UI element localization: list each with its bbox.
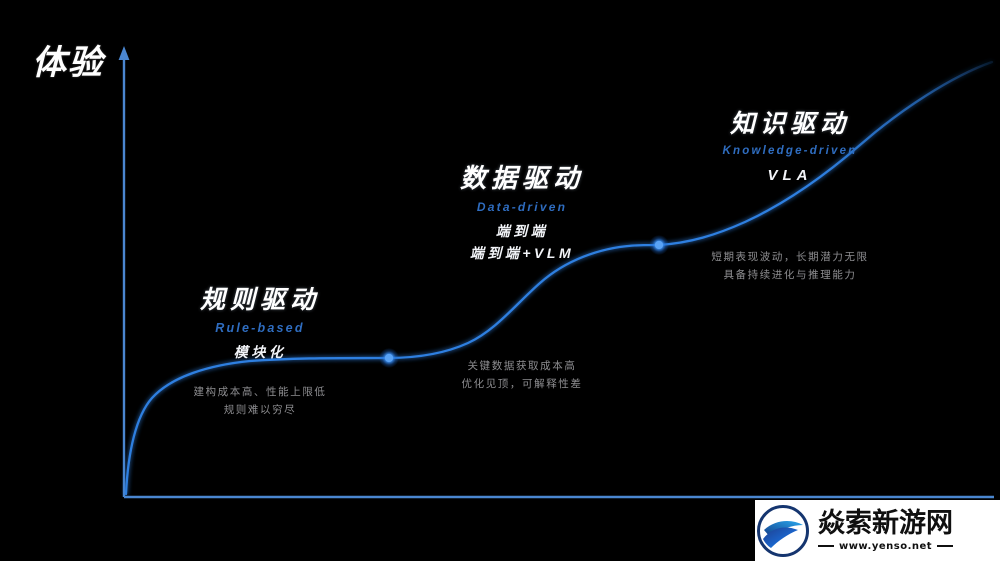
y-axis-label: 体验	[32, 44, 104, 82]
stage-english-data-driven: Data-driven	[476, 200, 568, 215]
stage-description-knowledge-driven: 短期表现波动，长期潜力无限 具备持续进化与推理能力	[640, 249, 940, 285]
stage-subtitle-knowledge-driven: VLA	[767, 166, 813, 184]
stage-description-line: 建构成本高、性能上限低	[193, 386, 327, 398]
watermark-rule-left	[818, 545, 834, 547]
stage-description-line: 优化见顶，可解释性差	[461, 377, 583, 390]
watermark-edge-strip	[746, 500, 755, 561]
site-watermark: 焱索新游网 www.yenso.net	[746, 500, 1000, 561]
watermark-url-row: www.yenso.net	[818, 540, 954, 552]
stage-subtitle-data-driven-line1: 端到端	[495, 222, 549, 239]
stage-description-line: 短期表现波动，长期潜力无限	[711, 251, 869, 263]
stage-data-driven: 数据驱动 Data-driven 端到端 端到端+VLM	[372, 163, 672, 263]
stage-description-data-driven: 关键数据获取成本高 优化见顶，可解释性差	[372, 358, 672, 394]
stage-knowledge-driven: 知识驱动 Knowledge-driven VLA	[640, 110, 940, 187]
curve-node-rule-based	[379, 348, 399, 368]
stage-title-knowledge-driven: 知识驱动	[729, 110, 850, 138]
watermark-site-name: 焱索新游网	[818, 507, 953, 539]
y-axis-arrow-icon	[118, 46, 130, 60]
stage-title-rule-based: 规则驱动	[199, 286, 320, 314]
curve-node-data-driven	[649, 235, 669, 255]
stage-description-rule-based: 建构成本高、性能上限低 规则难以穷尽	[110, 384, 410, 420]
stage-english-rule-based: Rule-based	[215, 321, 305, 335]
stage-title-data-driven: 数据驱动	[459, 163, 584, 193]
watermark-text: 焱索新游网 www.yenso.net	[818, 507, 954, 552]
stage-description-line: 具备持续进化与推理能力	[723, 268, 857, 281]
stage-subtitle-rule-based: 模块化	[233, 344, 287, 360]
growth-curve	[124, 60, 994, 496]
stage-description-line: 关键数据获取成本高	[467, 360, 577, 372]
stage-subtitle-data-driven-line2: 端到端+VLM	[469, 244, 575, 261]
stage-english-knowledge-driven: Knowledge-driven	[722, 145, 858, 157]
watermark-site-url: www.yenso.net	[838, 540, 933, 552]
yenso-logo-icon	[757, 504, 809, 557]
stage-description-line: 规则难以穷尽	[223, 403, 297, 416]
watermark-rule-right	[937, 545, 954, 547]
y-axis	[118, 46, 130, 497]
stage-rule-based: 规则驱动 Rule-based 模块化	[110, 286, 410, 362]
